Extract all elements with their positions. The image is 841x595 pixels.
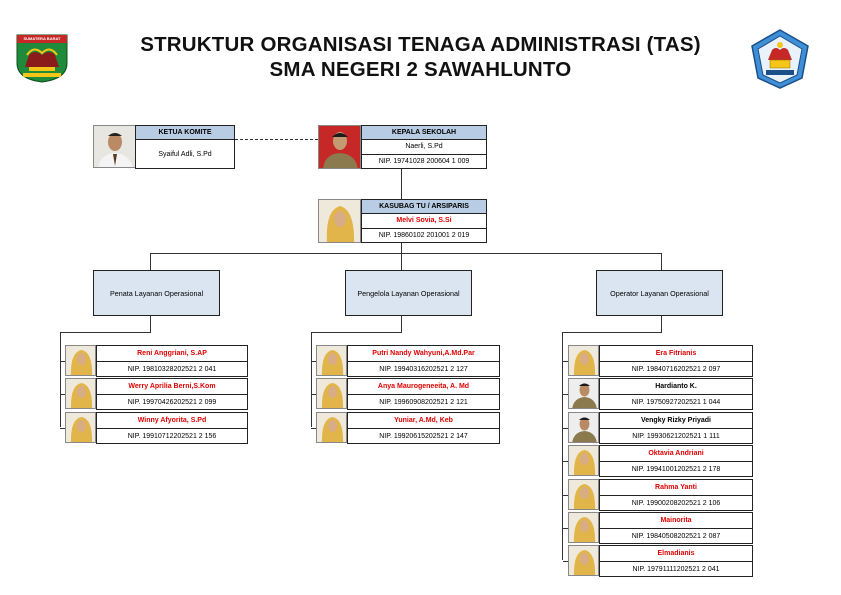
page-title: STRUKTUR ORGANISASI TENAGA ADMINISTRASI … [0,33,841,57]
kasubag-nip: NIP. 19860102 201001 2 019 [362,229,486,243]
branch-left-connector [150,253,151,270]
sumatera-barat-logo: SUMATERA BARAT [15,33,69,83]
col2-top-connector [311,332,402,333]
cat3-down-connector [661,316,662,332]
cat2-down-connector [401,316,402,332]
kepsek-nip: NIP. 19741028 200604 1 009 [362,155,486,169]
member-photo [65,345,96,376]
school-logo [750,28,810,90]
member-nip: NIP. 19910712202521 2 156 [97,428,247,444]
member-nip: NIP. 19810328202521 2 041 [97,361,247,377]
member-name: Winny Afyorita, S.Pd [97,413,247,428]
kepsek-name: Naerli, S.Pd [362,140,486,155]
member-photo [568,412,599,443]
member-name: Reni Anggriani, S.AP [97,346,247,361]
komite-photo [93,125,136,168]
member-name: Era Fitrianis [600,346,752,361]
member-photo [568,479,599,510]
branch-middle-connector [401,253,402,270]
member-nip: NIP. 19940316202521 2 127 [348,361,499,377]
member-photo [568,445,599,476]
member-name: Putri Nandy Wahyuni,A.Md.Par [348,346,499,361]
col3-vertical-connector [562,332,563,560]
kasubag-role: KASUBAG TU / ARSIPARIS [362,200,486,214]
member-card: Hardianto K.NIP. 19750927202521 1 044 [599,378,753,410]
member-photo [568,378,599,409]
member-photo [316,412,347,443]
member-photo [568,545,599,576]
member-name: Hardianto K. [600,379,752,394]
kasubag-down-connector [401,243,402,253]
member-nip: NIP. 19970426202521 2 099 [97,394,247,410]
member-nip: NIP. 19920615202521 2 147 [348,428,499,444]
logo-text: SUMATERA BARAT [18,35,66,43]
kepsek-box: KEPALA SEKOLAH Naerli, S.Pd NIP. 1974102… [361,125,487,169]
kepsek-to-kasubag-connector [401,169,402,199]
member-name: Elmadianis [600,546,752,561]
category-pengelola: Pengelola Layanan Operasional [345,270,472,316]
member-name: Mainorita [600,513,752,528]
branch-right-connector [661,253,662,270]
category-penata: Penata Layanan Operasional [93,270,220,316]
member-nip: NIP. 19791111202521 2 041 [600,561,752,577]
member-photo [65,412,96,443]
komite-role: KETUA KOMITE [136,126,234,140]
horizontal-branch-connector [150,253,662,254]
member-nip: NIP. 19750927202521 1 044 [600,394,752,410]
member-nip: NIP. 19900208202521 2 106 [600,495,752,511]
member-photo [316,345,347,376]
member-name: Oktavia Andriani [600,446,752,461]
member-photo [568,345,599,376]
page-subtitle: SMA NEGERI 2 SAWAHLUNTO [0,58,841,82]
member-name: Anya Maurogeneeita, A. Md [348,379,499,394]
col1-vertical-connector [60,332,61,427]
komite-dashed-connector [235,139,318,140]
kepsek-role: KEPALA SEKOLAH [362,126,486,140]
member-nip: NIP. 19840508202521 2 087 [600,528,752,544]
member-nip: NIP. 19960908202521 2 121 [348,394,499,410]
col2-vertical-connector [311,332,312,427]
col3-top-connector [562,332,662,333]
member-name: Werry Aprilia Berni,S.Kom [97,379,247,394]
kasubag-name: Melvi Sovia, S.Si [362,214,486,229]
kasubag-box: KASUBAG TU / ARSIPARIS Melvi Sovia, S.Si… [361,199,487,243]
category-operator: Operator Layanan Operasional [596,270,723,316]
member-name: Yuniar, A.Md, Keb [348,413,499,428]
member-nip: NIP. 19840716202521 2 097 [600,361,752,377]
cat1-down-connector [150,316,151,332]
komite-name: Syaiful Adli, S.Pd [136,140,234,169]
kepsek-photo [318,125,361,169]
member-name: Rahma Yanti [600,480,752,495]
komite-box: KETUA KOMITE Syaiful Adli, S.Pd [135,125,235,169]
member-photo [568,512,599,543]
col1-top-connector [60,332,151,333]
kasubag-photo [318,199,361,243]
member-photo [65,378,96,409]
member-nip: NIP. 19941001202521 2 178 [600,461,752,477]
member-photo [316,378,347,409]
member-name: Vengky Rizky Priyadi [600,413,752,428]
member-nip: NIP. 19930621202521 1 111 [600,428,752,444]
